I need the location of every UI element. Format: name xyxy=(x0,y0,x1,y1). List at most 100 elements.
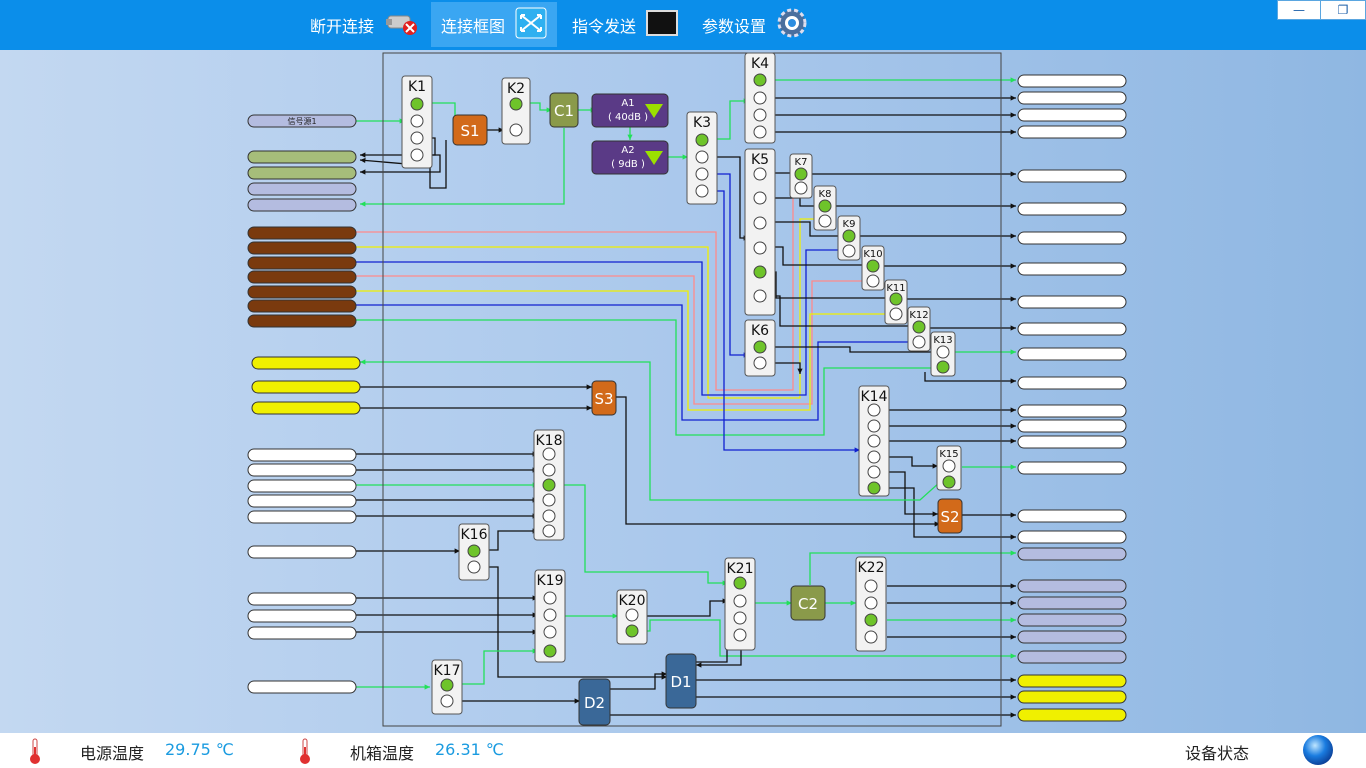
settings-button[interactable]: 参数设置 xyxy=(692,2,818,47)
switch-port[interactable] xyxy=(818,214,832,228)
switch-port[interactable] xyxy=(867,419,881,433)
input-port[interactable] xyxy=(247,299,357,313)
input-port[interactable] xyxy=(247,626,357,640)
wire-arrow[interactable] xyxy=(1010,95,1016,101)
switch-port[interactable] xyxy=(753,191,767,205)
switch-port[interactable] xyxy=(440,678,454,692)
switch-k2[interactable] xyxy=(501,77,531,145)
switch-port[interactable] xyxy=(753,241,767,255)
switch-port[interactable] xyxy=(695,133,709,147)
output-port[interactable] xyxy=(1017,630,1127,644)
input-port[interactable] xyxy=(247,479,357,493)
switch-port[interactable] xyxy=(753,216,767,230)
output-port[interactable] xyxy=(1017,530,1127,544)
switch-port[interactable] xyxy=(864,630,878,644)
restore-button[interactable]: ❐ xyxy=(1321,0,1366,20)
switch-port[interactable] xyxy=(509,123,523,137)
wire-arrow[interactable] xyxy=(1010,129,1016,135)
wire[interactable] xyxy=(616,396,940,525)
input-port[interactable] xyxy=(247,510,357,524)
switch-port[interactable] xyxy=(867,434,881,448)
switch-port[interactable] xyxy=(695,150,709,164)
wire-arrow[interactable] xyxy=(1010,550,1016,556)
block-d2[interactable] xyxy=(578,678,611,726)
input-port[interactable] xyxy=(247,198,357,212)
wire[interactable] xyxy=(356,304,915,421)
wire[interactable] xyxy=(560,484,728,584)
input-port[interactable] xyxy=(247,448,357,462)
output-port[interactable] xyxy=(1017,231,1127,245)
switch-port[interactable] xyxy=(542,478,556,492)
output-port[interactable] xyxy=(1017,322,1127,336)
switch-port[interactable] xyxy=(543,591,557,605)
wire-arrow[interactable] xyxy=(1010,512,1016,518)
switch-port[interactable] xyxy=(410,97,424,111)
wire[interactable] xyxy=(460,650,538,685)
switch-port[interactable] xyxy=(625,608,639,622)
input-port[interactable] xyxy=(247,680,357,694)
block-s1[interactable] xyxy=(452,114,488,146)
output-port[interactable] xyxy=(1017,347,1127,361)
wire[interactable] xyxy=(356,319,938,436)
dropdown-triangle-icon[interactable] xyxy=(645,151,663,165)
wire[interactable] xyxy=(360,128,565,205)
wire-arrow[interactable] xyxy=(1010,464,1016,470)
wire-arrow[interactable] xyxy=(574,698,580,704)
switch-port[interactable] xyxy=(625,624,639,638)
wire-arrow[interactable] xyxy=(1010,407,1016,413)
switch-port[interactable] xyxy=(867,465,881,479)
output-port[interactable] xyxy=(1017,74,1127,88)
switch-port[interactable] xyxy=(733,611,747,625)
switch-port[interactable] xyxy=(542,509,556,523)
switch-port[interactable] xyxy=(753,167,767,181)
output-port[interactable] xyxy=(1017,91,1127,105)
wire-arrow[interactable] xyxy=(1010,583,1016,589)
switch-port[interactable] xyxy=(695,167,709,181)
switch-port[interactable] xyxy=(864,579,878,593)
switch-port[interactable] xyxy=(410,131,424,145)
wire[interactable] xyxy=(712,190,860,451)
input-port[interactable] xyxy=(247,270,357,284)
wire[interactable] xyxy=(770,221,846,237)
wire[interactable] xyxy=(712,100,749,140)
wire-arrow[interactable] xyxy=(360,169,366,175)
wire-arrow[interactable] xyxy=(424,684,430,690)
input-port[interactable] xyxy=(247,150,357,164)
output-port[interactable] xyxy=(1017,404,1127,418)
input-port[interactable] xyxy=(247,166,357,180)
output-port[interactable] xyxy=(1017,509,1127,523)
switch-port[interactable] xyxy=(866,259,880,273)
wire-arrow[interactable] xyxy=(586,405,592,411)
switch-port[interactable] xyxy=(864,596,878,610)
input-port[interactable] xyxy=(251,401,361,415)
wire-arrow[interactable] xyxy=(1010,423,1016,429)
wire-arrow[interactable] xyxy=(627,134,633,140)
input-port[interactable] xyxy=(247,463,357,477)
output-port[interactable] xyxy=(1017,125,1127,139)
wire-arrow[interactable] xyxy=(786,600,792,606)
switch-port[interactable] xyxy=(467,560,481,574)
switch-port[interactable] xyxy=(753,108,767,122)
wire-arrow[interactable] xyxy=(934,521,940,527)
switch-port[interactable] xyxy=(753,356,767,370)
wire[interactable] xyxy=(770,346,938,353)
switch-port[interactable] xyxy=(912,335,926,349)
switch-port[interactable] xyxy=(542,524,556,538)
wire-arrow[interactable] xyxy=(1010,296,1016,302)
wire[interactable] xyxy=(886,487,1016,538)
wire-arrow[interactable] xyxy=(360,359,366,365)
wire-arrow[interactable] xyxy=(1010,634,1016,640)
switch-port[interactable] xyxy=(733,628,747,642)
wire-arrow[interactable] xyxy=(1010,438,1016,444)
block-d1[interactable] xyxy=(665,653,697,709)
switch-port[interactable] xyxy=(543,608,557,622)
switch-port[interactable] xyxy=(936,360,950,374)
dropdown-triangle-icon[interactable] xyxy=(645,104,663,118)
wire[interactable] xyxy=(770,246,869,266)
switch-port[interactable] xyxy=(440,694,454,708)
wire[interactable] xyxy=(356,218,823,399)
wire-arrow[interactable] xyxy=(454,548,460,554)
switch-port[interactable] xyxy=(542,463,556,477)
switch-port[interactable] xyxy=(936,345,950,359)
input-port[interactable] xyxy=(247,609,357,623)
